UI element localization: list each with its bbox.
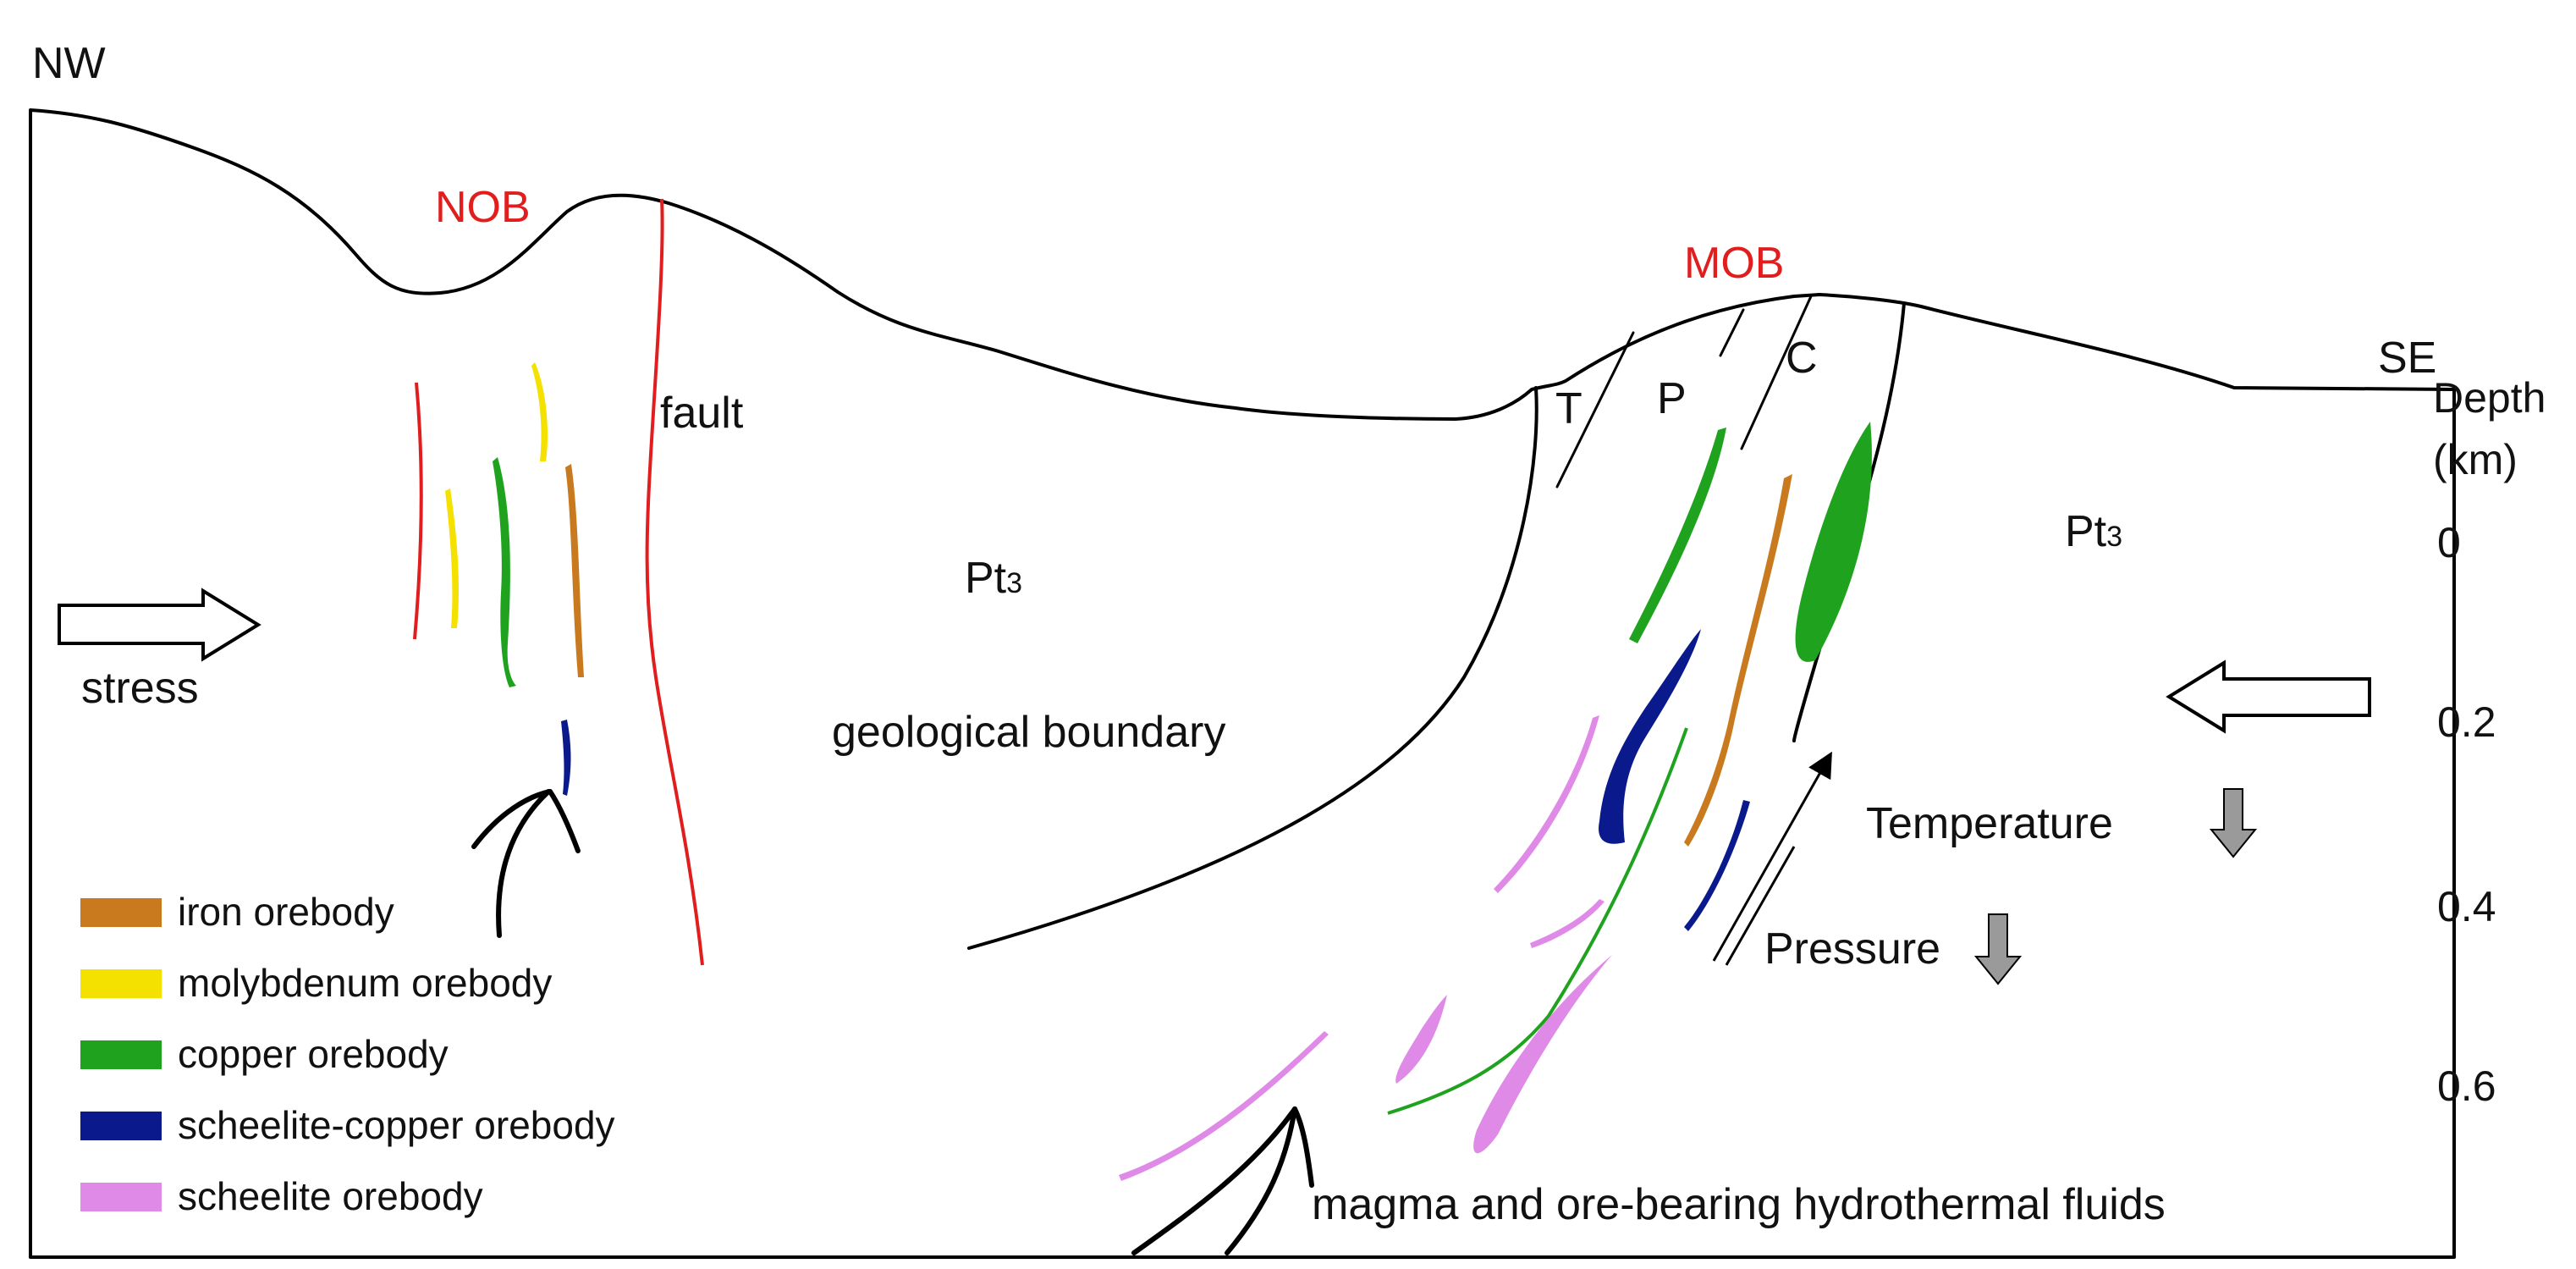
legend-swatch-molybdenum [80, 969, 162, 998]
molybdenum-orebody [531, 362, 548, 461]
magma-arrow-bottom [1131, 1106, 1314, 1255]
depth-axis-title: Depth [2433, 374, 2546, 422]
magma-fluids-label: magma and ore-bearing hydrothermal fluid… [1312, 1180, 2166, 1229]
depth-tick-label: 0.4 [2437, 883, 2496, 930]
depth-tick-label: 0.6 [2437, 1062, 2496, 1110]
stress-label: stress [81, 664, 199, 713]
legend-label: copper orebody [178, 1032, 449, 1076]
scheelite-copper-orebody [1599, 629, 1701, 844]
legend: iron orebody molybdenum orebody copper o… [80, 890, 615, 1218]
stratum-pt3-right: Pt3 [2065, 507, 2122, 556]
geological-boundary-label: geological boundary [832, 708, 1225, 757]
scheelite-orebody [1395, 995, 1447, 1084]
temperature-down-arrow [2209, 788, 2258, 858]
legend-swatch-iron [80, 898, 162, 927]
legend-swatch-copper [80, 1040, 162, 1069]
copper-orebody [1795, 422, 1872, 662]
molybdenum-orebody [445, 488, 460, 628]
scheelite-copper-orebody [1684, 800, 1750, 931]
scheelite-orebody [1473, 955, 1612, 1154]
stratum-p-label: P [1657, 374, 1687, 423]
fluid-migration-arrow [1712, 751, 1832, 962]
iron-orebody [1684, 474, 1792, 847]
depth-tick-label: 0.2 [2437, 698, 2496, 746]
direction-se-label: SE [2378, 334, 2436, 383]
copper-orebody [1629, 428, 1726, 643]
section-outline [29, 108, 2456, 1259]
legend-label: scheelite-copper orebody [178, 1103, 615, 1147]
scheelite-copper-orebody [561, 720, 571, 796]
fluid-migration-line [1725, 846, 1796, 966]
scheelite-orebody [1494, 715, 1599, 893]
depth-tick-label: 0 [2437, 519, 2461, 566]
legend-label: molybdenum orebody [178, 961, 552, 1005]
scheelite-orebody [1119, 1031, 1329, 1181]
stress-arrow-left [2166, 659, 2371, 734]
contact-line-t [1555, 331, 1635, 488]
fault-line [645, 198, 704, 966]
stratum-t-label: T [1555, 384, 1582, 433]
stratum-pt3-left: Pt3 [965, 554, 1022, 603]
legend-swatch-scheelite-copper [80, 1112, 162, 1140]
depth-axis-unit: (km) [2433, 436, 2518, 483]
contact-line-p-upper [1719, 308, 1745, 357]
legend-swatch-scheelite [80, 1183, 162, 1211]
iron-orebody [565, 464, 584, 677]
legend-label: scheelite orebody [178, 1174, 483, 1218]
nob-label: NOB [435, 183, 531, 232]
copper-orebody-thin [1387, 727, 1688, 1115]
pressure-label: Pressure [1764, 924, 1940, 974]
temperature-label: Temperature [1866, 799, 2113, 848]
nob-red-vein [413, 382, 423, 640]
stratum-c-label: C [1786, 334, 1818, 383]
legend-label: iron orebody [178, 890, 394, 934]
contact-line-c [1740, 295, 1813, 450]
scheelite-orebody [1530, 899, 1604, 948]
mob-label: MOB [1684, 239, 1784, 288]
direction-nw-label: NW [32, 39, 106, 88]
magma-arrow-left [471, 789, 581, 938]
pressure-down-arrow [1973, 913, 2023, 985]
copper-orebody [493, 457, 516, 687]
geological-boundary-line [967, 386, 1538, 950]
fault-label: fault [660, 389, 744, 438]
stress-arrow-right [58, 588, 261, 662]
